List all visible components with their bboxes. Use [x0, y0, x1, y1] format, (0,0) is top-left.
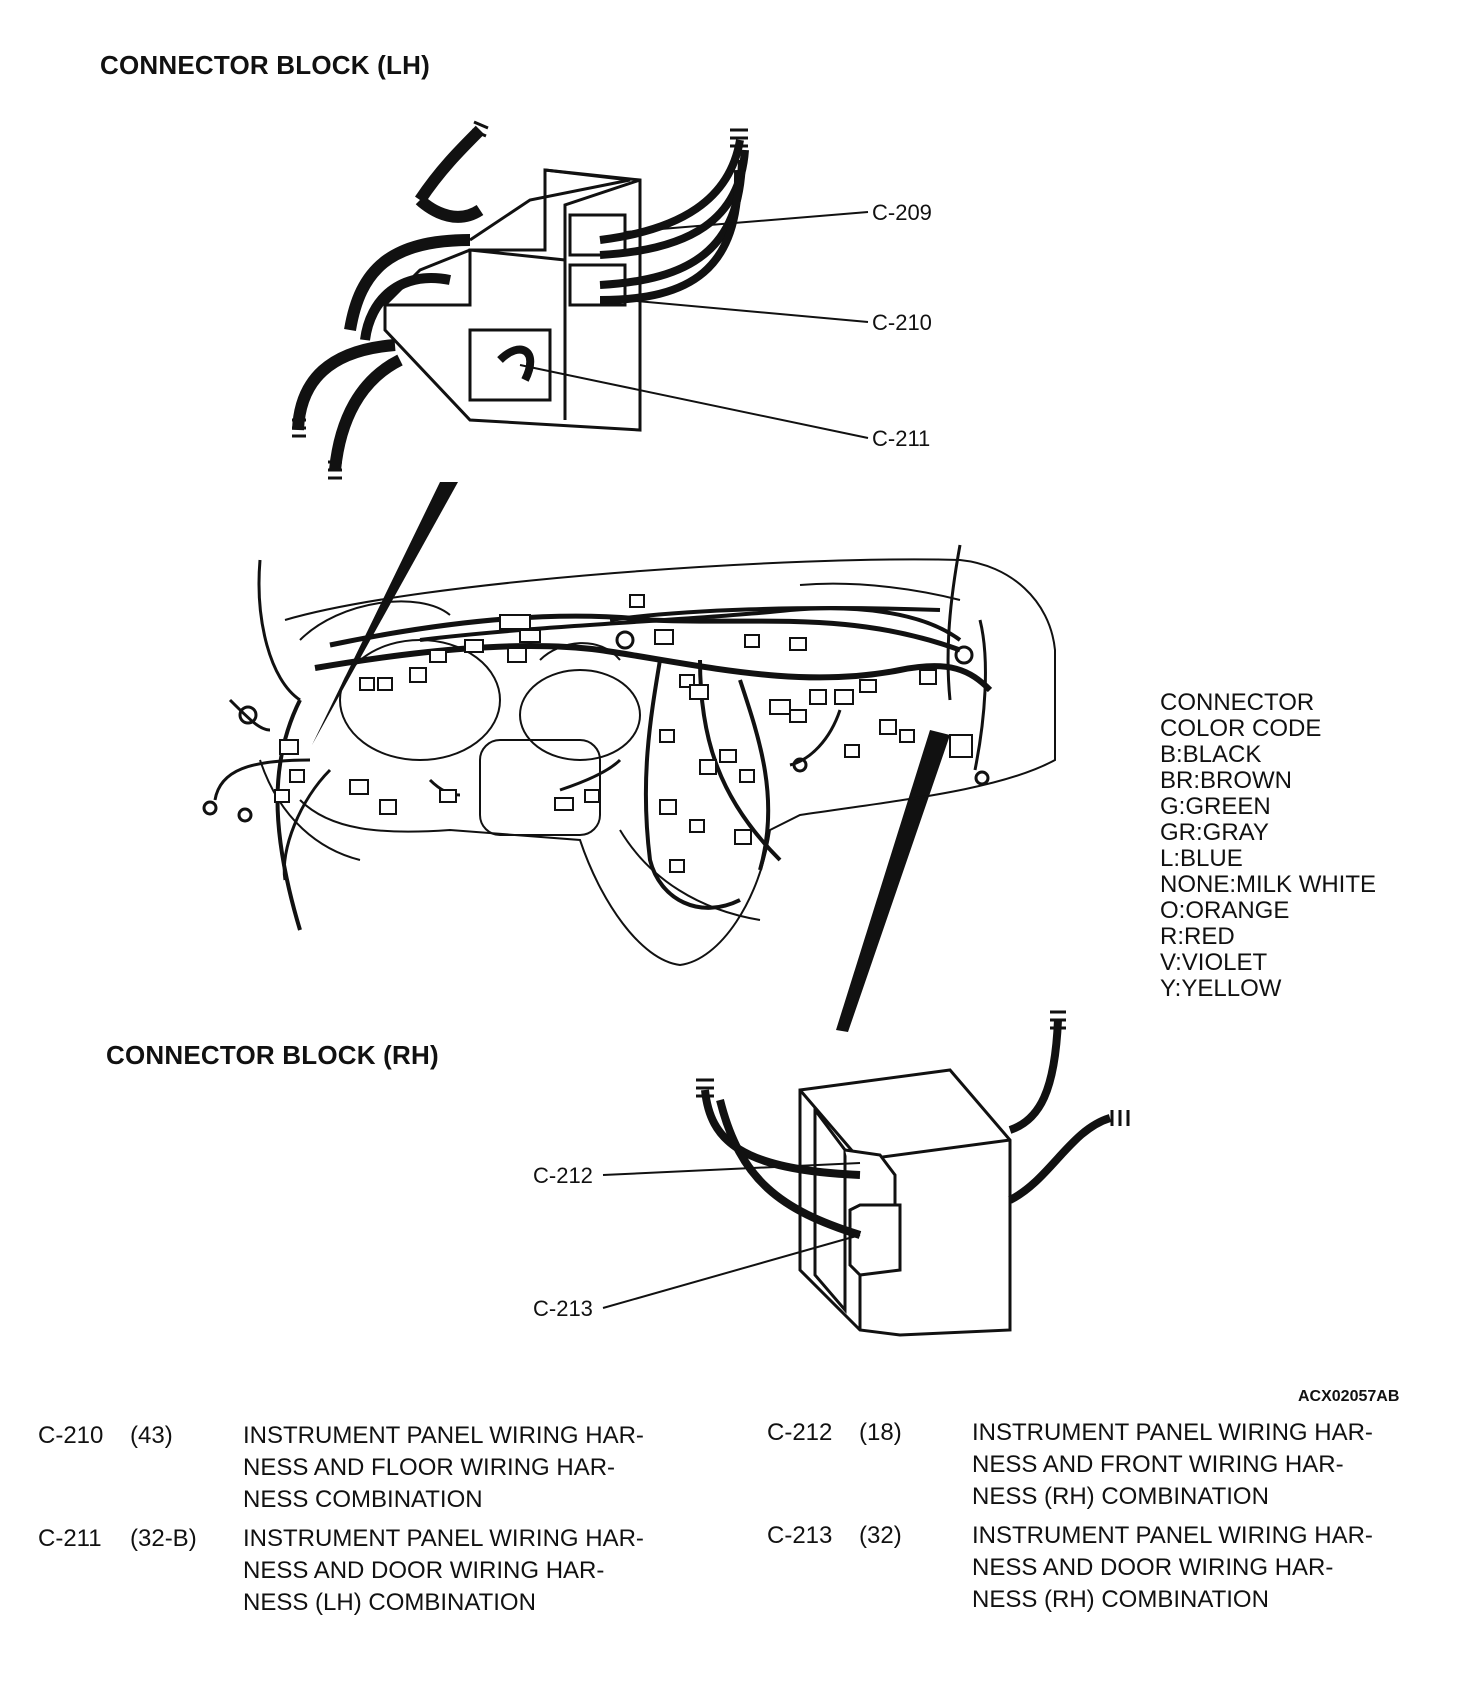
legend-entry: GR:GRAY: [1160, 819, 1269, 846]
rh-pointer: [836, 730, 950, 1032]
description-line: NESS (RH) COMBINATION: [972, 1586, 1269, 1613]
legend-entry: NONE:MILK WHITE: [1160, 871, 1377, 898]
legend-entry: V:VIOLET: [1160, 949, 1268, 976]
legend-entry: BR:BROWN: [1160, 767, 1292, 794]
callout-c213: C-213: [533, 1296, 593, 1321]
legend-entry: Y:YELLOW: [1160, 975, 1282, 1002]
description-line: NESS AND DOOR WIRING HAR-: [243, 1557, 605, 1584]
description-line: INSTRUMENT PANEL WIRING HAR-: [972, 1522, 1373, 1549]
connector-id: C-213: [767, 1522, 833, 1549]
legend-entry: R:RED: [1160, 923, 1235, 950]
figure-code: ACX02057AB: [1298, 1388, 1400, 1405]
connector-block-rh-drawing: [696, 1010, 1130, 1337]
legend-title: CONNECTOR: [1160, 689, 1315, 716]
connector-pins: (18): [859, 1419, 902, 1446]
callout-c209: C-209: [872, 200, 932, 225]
connector-id: C-212: [767, 1419, 833, 1446]
instrument-panel-drawing: [202, 544, 1056, 967]
legend-entry: L:BLUE: [1160, 845, 1243, 872]
legend-entry: O:ORANGE: [1160, 897, 1290, 924]
dashboard-connectors: [274, 594, 973, 873]
connector-text: INSTRUMENT PANEL WIRING HAR- NESS AND FL…: [243, 1420, 703, 1516]
connector-pins: (32): [859, 1522, 902, 1549]
connector-block-lh-drawing: [292, 120, 749, 480]
connector-text: INSTRUMENT PANEL WIRING HAR- NESS AND FR…: [972, 1417, 1432, 1513]
description-line: NESS AND FLOOR WIRING HAR-: [243, 1454, 616, 1481]
callout-c212: C-212: [533, 1163, 593, 1188]
legend-entry: B:BLACK: [1160, 741, 1262, 768]
connector-pins: (32-B): [130, 1525, 197, 1552]
description-line: NESS AND DOOR WIRING HAR-: [972, 1554, 1334, 1581]
connector-id: C-211: [38, 1525, 102, 1552]
connector-block-lh-title: CONNECTOR BLOCK (LH): [100, 50, 430, 80]
description-line: INSTRUMENT PANEL WIRING HAR-: [243, 1422, 644, 1449]
legend-subtitle: COLOR CODE: [1160, 715, 1322, 742]
description-line: NESS (LH) COMBINATION: [243, 1589, 536, 1616]
color-code-legend: CONNECTOR COLOR CODE B:BLACK BR:BROWN G:…: [1160, 690, 1376, 1002]
connector-pins: (43): [130, 1422, 173, 1449]
lh-pointer: [312, 482, 458, 745]
description-line: NESS (RH) COMBINATION: [972, 1483, 1269, 1510]
description-line: INSTRUMENT PANEL WIRING HAR-: [243, 1525, 644, 1552]
connector-text: INSTRUMENT PANEL WIRING HAR- NESS AND DO…: [243, 1523, 703, 1619]
callout-c211: C-211: [872, 426, 930, 451]
description-line: INSTRUMENT PANEL WIRING HAR-: [972, 1419, 1373, 1446]
legend-entry: G:GREEN: [1160, 793, 1271, 820]
description-line: NESS AND FRONT WIRING HAR-: [972, 1451, 1344, 1478]
callout-c210: C-210: [872, 310, 932, 335]
connector-text: INSTRUMENT PANEL WIRING HAR- NESS AND DO…: [972, 1520, 1432, 1616]
description-line: NESS COMBINATION: [243, 1486, 483, 1513]
connector-block-rh-title: CONNECTOR BLOCK (RH): [106, 1040, 439, 1070]
connector-id: C-210: [38, 1422, 104, 1449]
